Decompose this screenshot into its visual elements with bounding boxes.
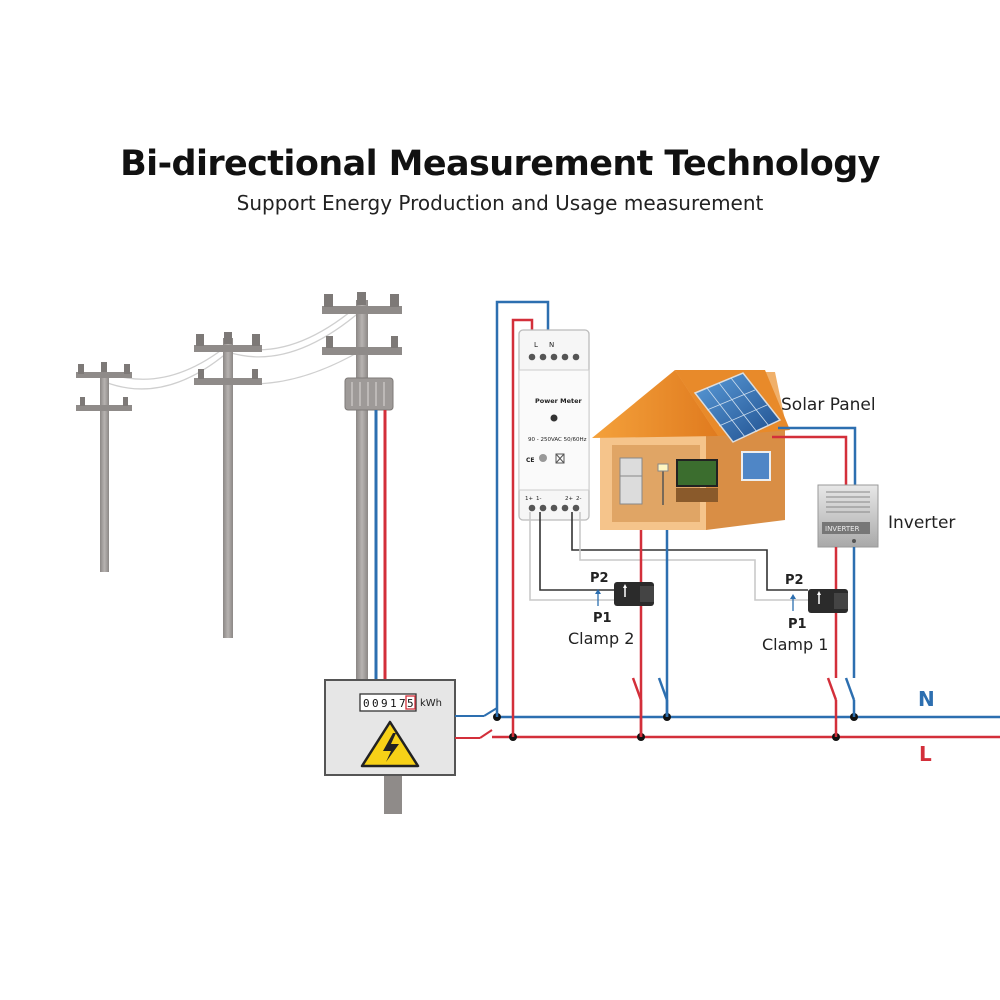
page-title: Bi-directional Measurement Technology (120, 144, 880, 184)
floor-lamp-icon (657, 463, 669, 505)
clamp-1-p1-label: P1 (788, 617, 807, 632)
pole-2 (194, 332, 262, 638)
clamp-2 (595, 582, 654, 606)
clamp-1-p2-label: P2 (785, 573, 804, 588)
digit: 9 (381, 697, 388, 710)
solar-inverter-wires (772, 426, 857, 487)
inverter-plate: INVERTER (825, 525, 860, 533)
terminal-label-l: L (534, 341, 538, 349)
breaker-switches (631, 677, 856, 737)
live-line-label: L (919, 742, 932, 766)
high-voltage-warning-icon (360, 720, 420, 768)
terminal-label-2p: 2+ (565, 496, 573, 502)
solar-panel-icon (693, 372, 782, 443)
meter-spec: 90 - 250VAC 50/60Hz (528, 437, 587, 443)
refrigerator-icon (619, 457, 643, 505)
terminal-label-n: N (549, 341, 554, 349)
digit: 0 (363, 697, 370, 710)
tv-icon (676, 459, 718, 502)
house (592, 370, 790, 737)
kwh-unit-label: kWh (420, 698, 442, 709)
terminal-label-1p: 1+ (525, 496, 533, 502)
clamp-2-p1-label: P1 (593, 611, 612, 626)
digit: 0 (372, 697, 379, 710)
inverter: INVERTER (817, 484, 879, 548)
odometer-display (359, 693, 417, 712)
clamp-signal-wires (529, 512, 808, 601)
digit: 7 (399, 697, 406, 710)
pole-1 (76, 362, 132, 572)
digit: 1 (390, 697, 397, 710)
clamp-2-label: Clamp 2 (568, 629, 634, 648)
power-meter: L N Power Meter 90 - 250VAC 50/60Hz CE 1… (518, 329, 590, 521)
utility-meter-box: 0 0 9 1 7 5 kWh (324, 679, 456, 814)
digit: 5 (407, 697, 414, 710)
pole-3 (322, 292, 402, 685)
page-subtitle: Support Energy Production and Usage meas… (236, 191, 764, 215)
clamp-1 (790, 589, 848, 613)
terminal-label-1m: 1- (536, 496, 541, 502)
solar-panel-label: Solar Panel (781, 395, 876, 415)
meter-cert: CE (526, 457, 535, 464)
clamp-2-p2-label: P2 (590, 571, 609, 586)
odometer-digits: 0 0 9 1 7 5 (363, 695, 416, 710)
utility-poles (76, 292, 402, 685)
main-lines (455, 707, 1000, 741)
neutral-line-label: N (918, 687, 935, 711)
clamp-1-label: Clamp 1 (762, 635, 828, 654)
inverter-label: Inverter (888, 513, 955, 533)
meter-name: Power Meter (535, 397, 583, 405)
terminal-label-2m: 2- (576, 496, 581, 502)
